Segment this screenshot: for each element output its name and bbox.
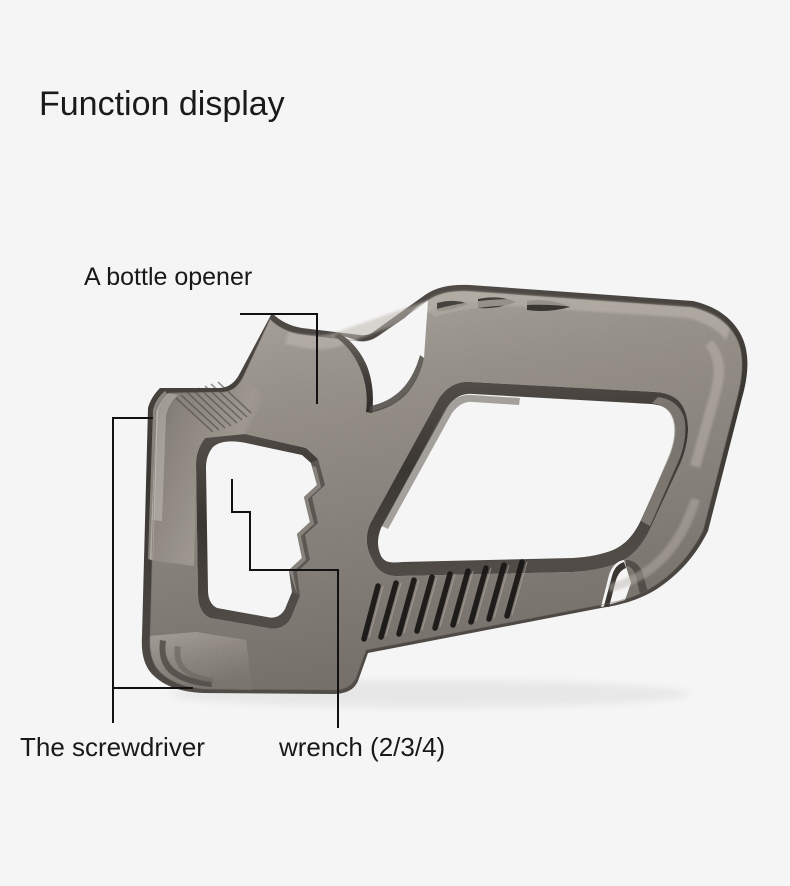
annotation-label-wrench: wrench (2/3/4)	[279, 732, 446, 762]
annotation-label-bottle-opener: A bottle opener	[84, 263, 253, 291]
carabiner-body	[141, 284, 748, 694]
wrench-grip-grooves	[361, 559, 528, 642]
annotation-label-screwdriver: The screwdriver	[20, 732, 205, 762]
screwdriver-tip	[149, 377, 265, 690]
page-title: Function display	[39, 85, 285, 123]
bottle-opener-notch	[334, 300, 428, 413]
carabiner-eye-opening	[366, 381, 689, 577]
grip-bumps	[430, 297, 596, 317]
